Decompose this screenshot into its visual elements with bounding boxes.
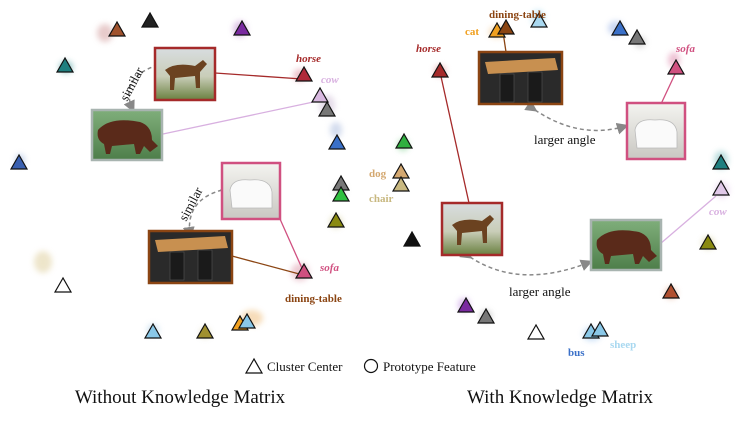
cluster-centers-right	[430, 11, 731, 340]
right-panel: dining-table cat horse sofa cow bus shee…	[416, 9, 731, 408]
label-dog-left: dog	[369, 168, 387, 180]
cow-image-left	[90, 108, 164, 162]
label-bus-right: bus	[568, 347, 585, 359]
label-cow-right: cow	[709, 206, 727, 218]
sofa-image-left	[220, 161, 282, 221]
similar-arrow-bottom	[182, 181, 233, 239]
cow-image-right	[589, 218, 663, 272]
dining-table-image-right	[477, 50, 564, 106]
label-cow-left: cow	[321, 74, 339, 86]
similar-text-top: similar	[116, 64, 147, 104]
larger-angle-text-top: larger angle	[534, 132, 596, 147]
cow-link-line	[162, 100, 319, 135]
legend-cluster-center: Cluster Center	[267, 359, 343, 374]
label-horse-left: horse	[296, 53, 321, 65]
larger-angle-arrow-bottom	[459, 247, 593, 276]
right-panel-title: With Knowledge Matrix	[467, 387, 654, 408]
horse-image-left	[153, 46, 217, 102]
cow-link-line-right	[659, 195, 717, 245]
horse-image-right	[440, 201, 504, 257]
similar-text-bottom: similar	[175, 184, 206, 224]
label-sofa-right: sofa	[675, 43, 695, 55]
label-dining-table-left: dining-table	[285, 293, 342, 305]
circle-icon	[363, 358, 379, 374]
cluster-centers-left	[9, 11, 422, 339]
horse-link-line-right	[439, 71, 470, 204]
left-panel-title: Without Knowledge Matrix	[75, 387, 286, 408]
label-horse-right: horse	[416, 43, 441, 55]
dining-table-link-line	[231, 255, 304, 276]
sofa-link-line-right	[660, 71, 677, 105]
sofa-link-line	[279, 218, 306, 276]
legend-prototype-feature: Prototype Feature	[383, 359, 476, 374]
label-cat-right: cat	[465, 26, 479, 38]
sofa-image-right	[625, 101, 687, 161]
label-dining-table-right: dining-table	[489, 9, 546, 21]
legend: Cluster Center Prototype Feature	[244, 357, 476, 374]
larger-angle-text-bottom: larger angle	[509, 284, 571, 299]
left-panel: horse cow sofa dining-table dog chair si…	[9, 11, 422, 408]
similar-arrow-top	[123, 56, 169, 113]
horse-link-line	[214, 72, 303, 80]
label-chair-left: chair	[369, 193, 394, 205]
label-sofa-left: sofa	[319, 262, 339, 274]
label-sheep-right: sheep	[610, 339, 636, 351]
dining-table-image-left	[147, 229, 234, 285]
triangle-icon	[244, 357, 264, 374]
larger-angle-arrow-top	[524, 100, 629, 135]
